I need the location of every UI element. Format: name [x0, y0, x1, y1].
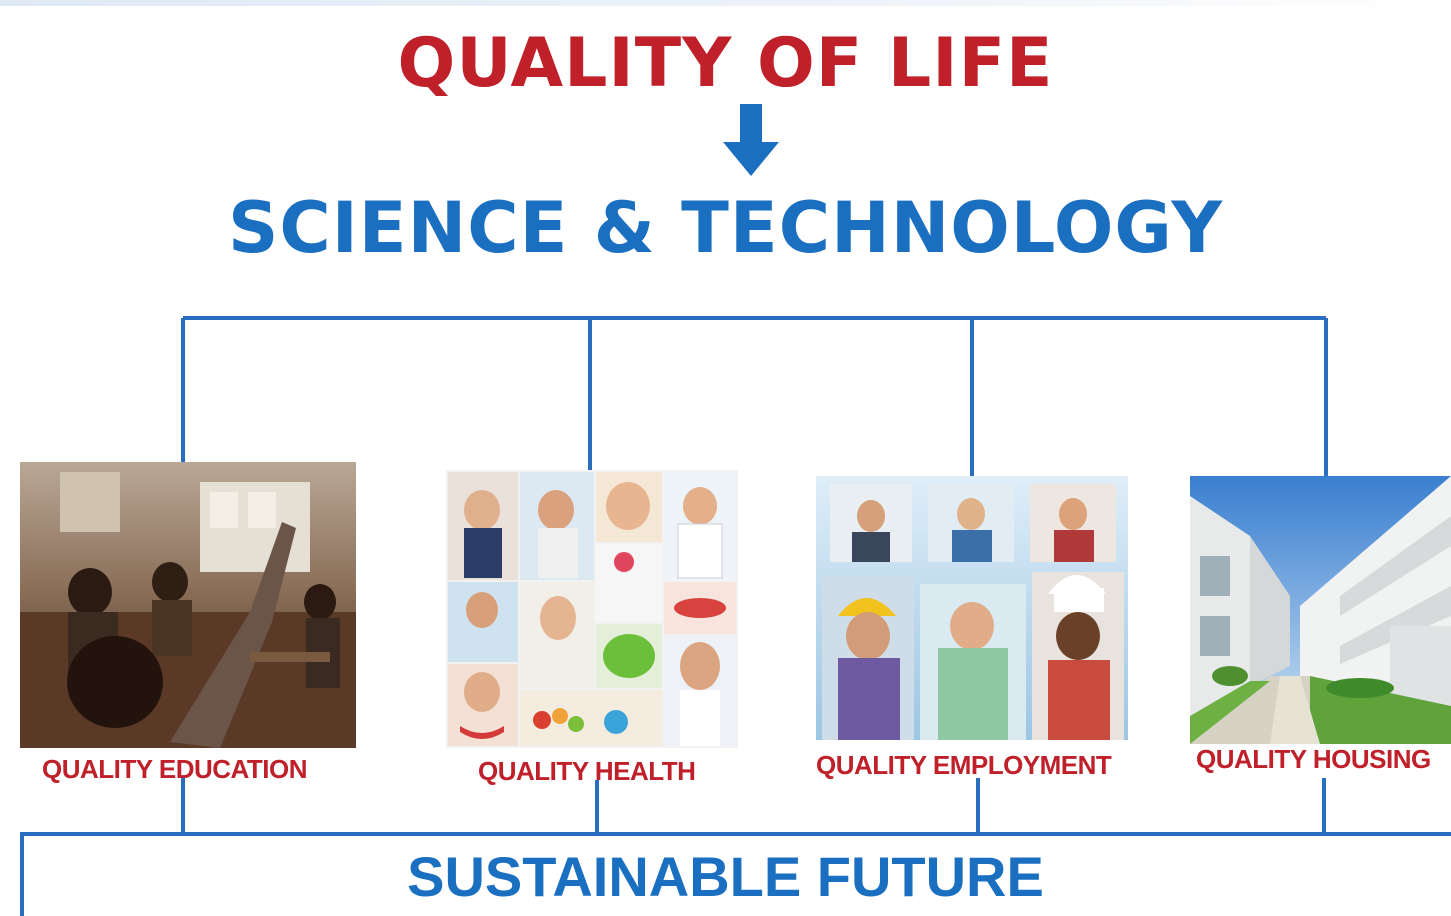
quality-of-life-title: QUALITY OF LIFE — [397, 24, 1054, 103]
bottom-bracket-line — [20, 832, 1451, 916]
pillar-label-education: QUALITY EDUCATION — [42, 754, 307, 784]
pillar-label-employment: QUALITY EMPLOYMENT — [816, 750, 1112, 780]
health-collage-photo — [446, 470, 738, 748]
pillar-label-housing: QUALITY HOUSING — [1196, 744, 1431, 774]
header-band — [0, 0, 1451, 6]
pillar-label-health: QUALITY HEALTH — [478, 756, 696, 786]
classroom-photo — [20, 462, 356, 748]
sustainable-future-title: SUSTAINABLE FUTURE — [407, 845, 1044, 908]
science-technology-title: SCIENCE & TECHNOLOGY — [227, 187, 1224, 269]
housing-photo — [1190, 476, 1451, 744]
down-arrow-icon — [723, 104, 779, 176]
workers-collage-photo — [816, 476, 1128, 740]
